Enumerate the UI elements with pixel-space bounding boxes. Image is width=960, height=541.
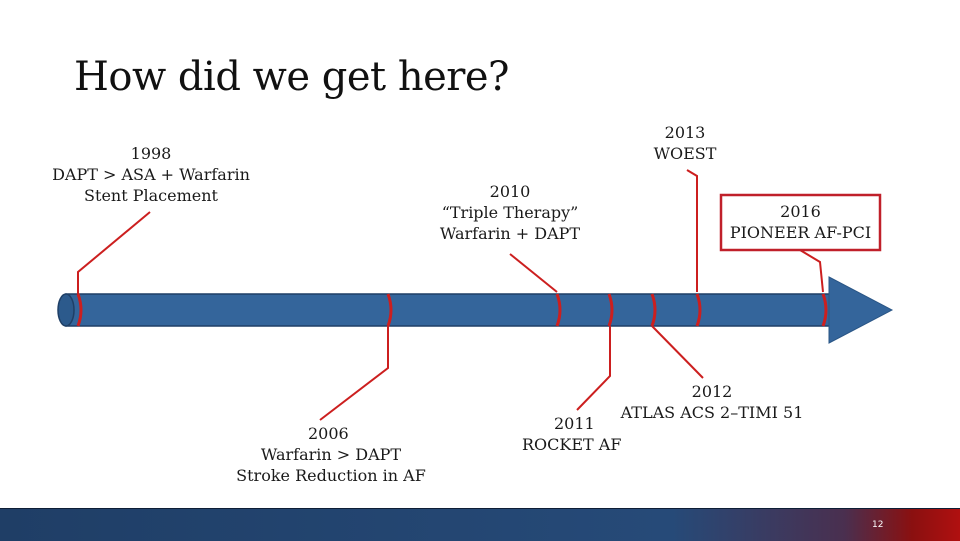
- marker-2013: [695, 293, 702, 327]
- event-2012: 2012 ATLAS ACS 2–TIMI 51: [612, 381, 812, 423]
- leader-2010: [509, 253, 558, 293]
- timeline-bar-end-cap: [57, 293, 75, 327]
- marker-2012: [650, 293, 657, 327]
- leader-2006: [319, 326, 389, 421]
- leader-2013: [686, 169, 698, 292]
- event-2006: 2006 Warfarin > DAPT Stroke Reduction in…: [232, 423, 430, 486]
- event-line: ROCKET AF: [522, 435, 622, 454]
- event-1998: 1998 DAPT > ASA + Warfarin Stent Placeme…: [48, 143, 254, 206]
- event-2016: 2016 PIONEER AF-PCI: [721, 201, 880, 243]
- event-year: 2011: [554, 414, 595, 433]
- event-2013: 2013 WOEST: [645, 122, 725, 164]
- event-2010: 2010 “Triple Therapy” Warfarin + DAPT: [430, 181, 590, 244]
- page-number: 12: [872, 520, 884, 530]
- event-year: 2013: [664, 123, 706, 142]
- leader-2011: [576, 326, 611, 411]
- event-line: Warfarin > DAPT: [260, 445, 402, 464]
- event-line: DAPT > ASA + Warfarin: [52, 165, 250, 184]
- timeline-arrowhead: [828, 276, 894, 344]
- marker-2006: [386, 293, 393, 327]
- leader-2016: [799, 249, 824, 293]
- event-year: 2010: [489, 182, 531, 201]
- event-year: 2012: [691, 382, 733, 401]
- marker-2016: [821, 293, 828, 327]
- highlight-box-2016: [719, 193, 882, 252]
- event-2011: 2011 ROCKET AF: [516, 413, 636, 455]
- event-line: Stent Placement: [84, 186, 218, 205]
- timeline-bar: [65, 293, 833, 327]
- leader-2012: [651, 325, 704, 379]
- leader-1998: [77, 211, 151, 294]
- event-year: 1998: [130, 144, 172, 163]
- marker-2010: [555, 293, 562, 327]
- event-line: “Triple Therapy”: [441, 203, 579, 222]
- event-line: WOEST: [653, 144, 717, 163]
- event-line: Stroke Reduction in AF: [236, 466, 426, 485]
- event-year: 2016: [780, 202, 821, 221]
- marker-1998: [76, 293, 83, 327]
- marker-2011: [607, 293, 614, 327]
- slide-title: How did we get here?: [74, 54, 510, 100]
- event-line: PIONEER AF-PCI: [729, 223, 872, 242]
- event-line: Warfarin + DAPT: [439, 224, 581, 243]
- footer-bar: [0, 508, 960, 541]
- event-line: ATLAS ACS 2–TIMI 51: [620, 403, 804, 422]
- event-year: 2006: [308, 424, 349, 443]
